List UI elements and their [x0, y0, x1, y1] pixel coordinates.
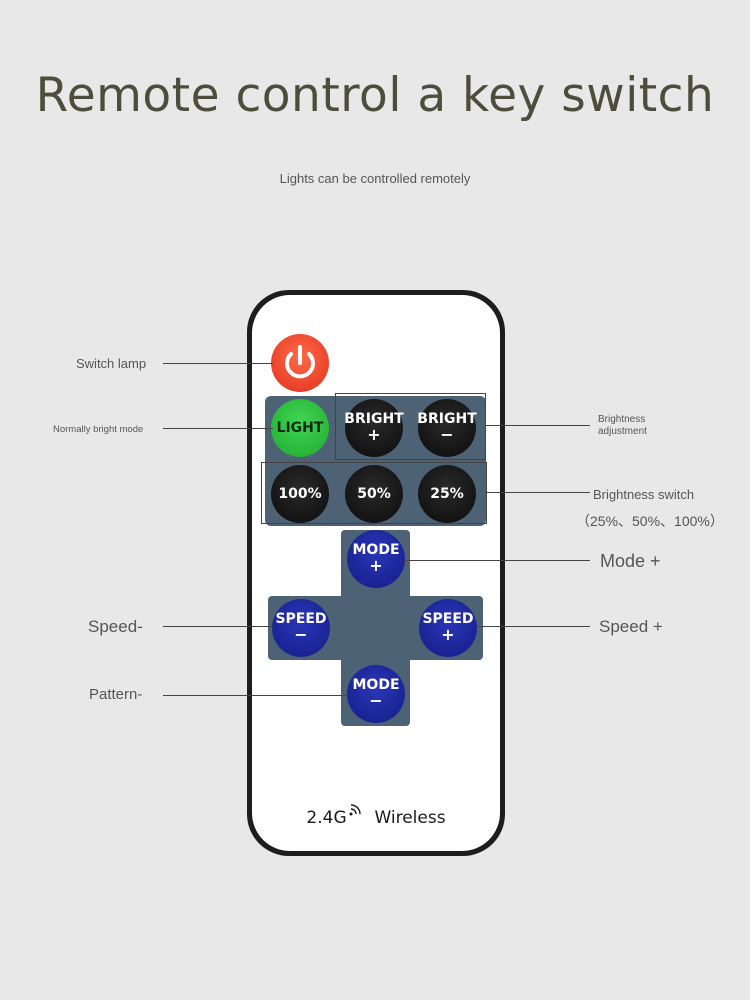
speed-plus-callout: Speed +	[599, 617, 663, 636]
speed-minus-line	[163, 626, 273, 627]
brightness-100-label: 100%	[278, 485, 322, 502]
light-button[interactable]: LIGHT	[271, 399, 329, 457]
light-button-label: LIGHT	[276, 419, 324, 436]
minus-sign: −	[294, 624, 308, 644]
plus-sign: +	[367, 424, 381, 444]
mode-plus-line	[404, 560, 590, 561]
brightness-adjustment-line-1: Brightness	[598, 414, 646, 425]
brightness-50-button[interactable]: 50%	[345, 465, 403, 523]
mode-plus-label: MODE	[352, 542, 400, 559]
power-icon	[285, 345, 315, 379]
speed-plus-label: SPEED	[422, 611, 474, 628]
wireless-label: 2.4G Wireless	[247, 801, 505, 828]
pattern-minus-callout: Pattern-	[89, 686, 143, 703]
brightness-switch-values: （25%、50%、100%）	[576, 513, 724, 529]
speed-minus-label: SPEED	[275, 611, 327, 628]
power-button[interactable]	[271, 334, 329, 392]
brightness-adjustment-bracket	[335, 393, 486, 460]
brightness-switch-label: Brightness switch	[593, 487, 695, 502]
mode-minus-button[interactable]: MODE −	[347, 665, 405, 723]
wireless-signal-icon	[349, 804, 361, 816]
switch-lamp-line	[163, 363, 273, 364]
normally-bright-line	[163, 428, 273, 429]
minus-sign: −	[369, 690, 383, 710]
page-title: Remote control a key switch	[35, 68, 715, 123]
plus-sign: +	[369, 555, 383, 575]
switch-lamp-label: Switch lamp	[76, 356, 147, 371]
brightness-25-label: 25%	[430, 485, 464, 502]
bright-minus-label: BRIGHT	[417, 411, 477, 428]
bright-plus-label: BRIGHT	[344, 411, 404, 428]
speed-minus-button[interactable]: SPEED −	[272, 599, 330, 657]
mode-plus-button[interactable]: MODE +	[347, 530, 405, 588]
speed-minus-callout: Speed-	[88, 617, 143, 636]
mode-plus-callout: Mode +	[600, 551, 661, 571]
brightness-50-label: 50%	[357, 485, 391, 502]
brightness-switch-line	[485, 492, 590, 493]
bright-minus-button[interactable]: BRIGHT −	[417, 399, 477, 457]
plus-sign: +	[441, 624, 455, 644]
brightness-100-button[interactable]: 100%	[271, 465, 329, 523]
wireless-frequency: 2.4G	[306, 808, 347, 828]
speed-plus-button[interactable]: SPEED +	[419, 599, 477, 657]
brightness-adjustment-label: Brightness adjustment	[598, 414, 647, 438]
mode-minus-label: MODE	[352, 677, 400, 694]
bright-plus-button[interactable]: BRIGHT +	[344, 399, 404, 457]
normally-bright-label: Normally bright mode	[53, 424, 144, 435]
brightness-adjustment-line	[485, 425, 590, 426]
pattern-minus-line	[163, 695, 348, 696]
page-subtitle: Lights can be controlled remotely	[279, 171, 471, 186]
brightness-switch-bracket	[261, 462, 487, 524]
speed-plus-line	[477, 626, 590, 627]
minus-sign: −	[440, 424, 454, 444]
brightness-adjustment-line-2: adjustment	[598, 426, 647, 437]
brightness-25-button[interactable]: 25%	[418, 465, 476, 523]
wireless-text: Wireless	[374, 808, 446, 828]
